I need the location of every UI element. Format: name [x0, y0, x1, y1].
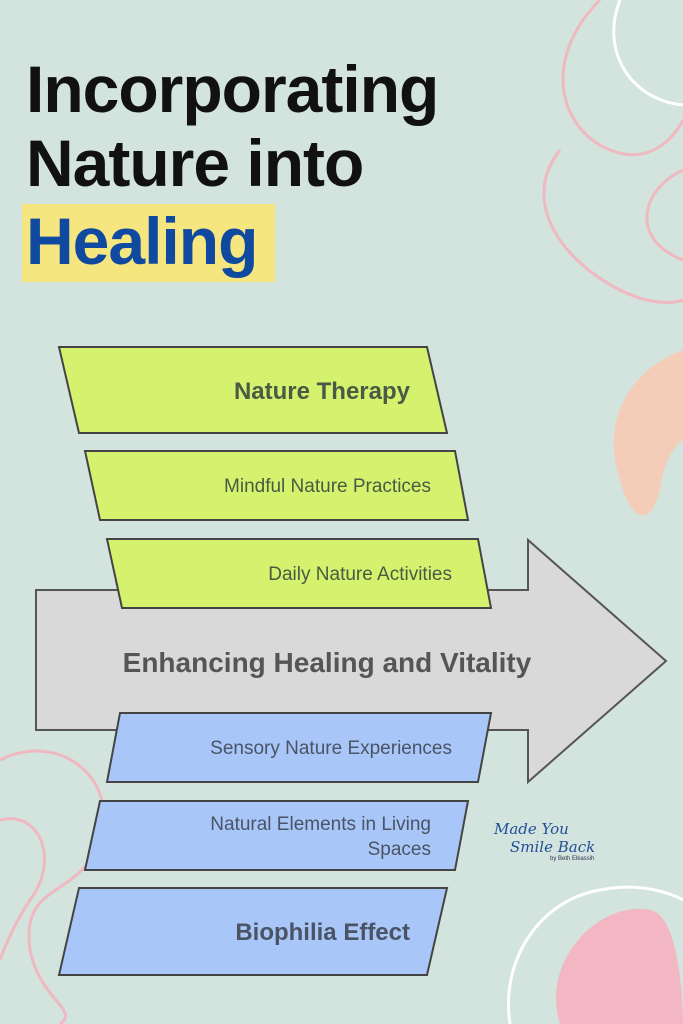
bottom-item-2-label-line-1: Natural Elements in Living — [210, 814, 431, 835]
top-item-3-label: Daily Nature Activities — [268, 564, 452, 585]
page-title: Incorporating Nature into Healing — [22, 52, 439, 282]
title-line-1: Incorporating — [26, 52, 439, 126]
bottom-item-1-label: Sensory Nature Experiences — [210, 738, 452, 759]
bottom-item-3-label: Biophilia Effect — [235, 919, 410, 946]
center-arrow-label: Enhancing Healing and Vitality — [123, 647, 532, 678]
bottom-item-1: Sensory Nature Experiences — [105, 712, 493, 783]
bottom-item-2: Natural Elements in Living Spaces — [83, 800, 470, 871]
brand-logo: Made You Smile Back by Beth Elkassih — [494, 820, 595, 862]
top-item-1: Nature Therapy — [57, 346, 449, 434]
bottom-item-2-label-line-2: Spaces — [368, 839, 431, 860]
top-item-3: Daily Nature Activities — [105, 538, 493, 609]
top-item-2-label: Mindful Nature Practices — [224, 476, 431, 497]
top-item-2: Mindful Nature Practices — [83, 450, 470, 521]
top-item-1-label: Nature Therapy — [234, 378, 411, 405]
title-line-2: Nature into — [26, 126, 364, 200]
title-highlight: Healing — [22, 204, 276, 282]
logo-line-1: Made You — [494, 820, 569, 838]
bottom-item-3: Biophilia Effect — [57, 887, 449, 976]
logo-byline: by Beth Elkassih — [550, 856, 595, 862]
logo-line-2: Smile Back — [510, 838, 596, 856]
